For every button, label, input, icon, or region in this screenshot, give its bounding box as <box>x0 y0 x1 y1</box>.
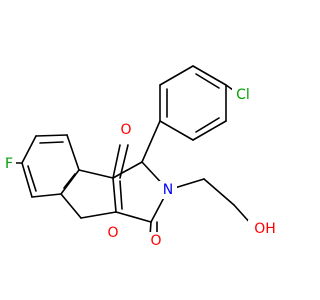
bond-ketone-c-double <box>119 144 129 179</box>
bond-chromone-4 <box>80 211 117 219</box>
bond-ring5-3 <box>115 211 152 223</box>
bond-fluorobenz-1 <box>66 134 80 171</box>
bond-fluorobenz-4 <box>21 162 33 198</box>
bond-chromone-1 <box>78 169 114 179</box>
molecule-structure-diagram: Cl F O O O N OH <box>2 65 282 250</box>
bond-aryl-4 <box>159 120 194 141</box>
atom-labels: Cl F O O O N OH <box>2 86 282 250</box>
bond-aryl-1 <box>192 65 227 86</box>
bond-fluorobenz-double-c <box>63 173 76 189</box>
bond-aryl-double-b <box>195 117 220 133</box>
bond-fluorobenz-double-b <box>27 165 37 192</box>
bond-chromone-2 <box>60 169 80 195</box>
ring-oxygen-label: O <box>107 225 118 241</box>
bond-chromone-3 <box>60 193 82 219</box>
ketone-oxygen-label: O <box>120 122 131 138</box>
lactam-oxygen-label: O <box>150 233 161 249</box>
bond-fluorobenz-3 <box>21 135 37 164</box>
bond-fluorobenz-5 <box>31 193 62 198</box>
nitrogen-label: N <box>163 182 173 198</box>
chlorine-label: Cl <box>236 87 250 103</box>
bond-ring5-double <box>119 180 123 210</box>
bond-fluorobenz-2 <box>35 134 68 137</box>
bond-aryl-double-a <box>195 73 220 89</box>
bond-ring5-1 <box>112 161 143 179</box>
bond-aryl-6 <box>159 65 194 86</box>
bond-lines <box>9 65 253 237</box>
hydroxyl-label: OH <box>254 221 276 237</box>
bond-ketone-c <box>112 144 121 179</box>
bond-aryl-3 <box>192 120 227 141</box>
bond-ring5-2 <box>112 177 117 213</box>
bond-fluorobenz-double-a <box>39 141 64 144</box>
bond-aryl-to-ch <box>141 120 161 163</box>
bond-n-chain-2 <box>203 178 235 206</box>
fluorine-label: F <box>5 156 13 172</box>
